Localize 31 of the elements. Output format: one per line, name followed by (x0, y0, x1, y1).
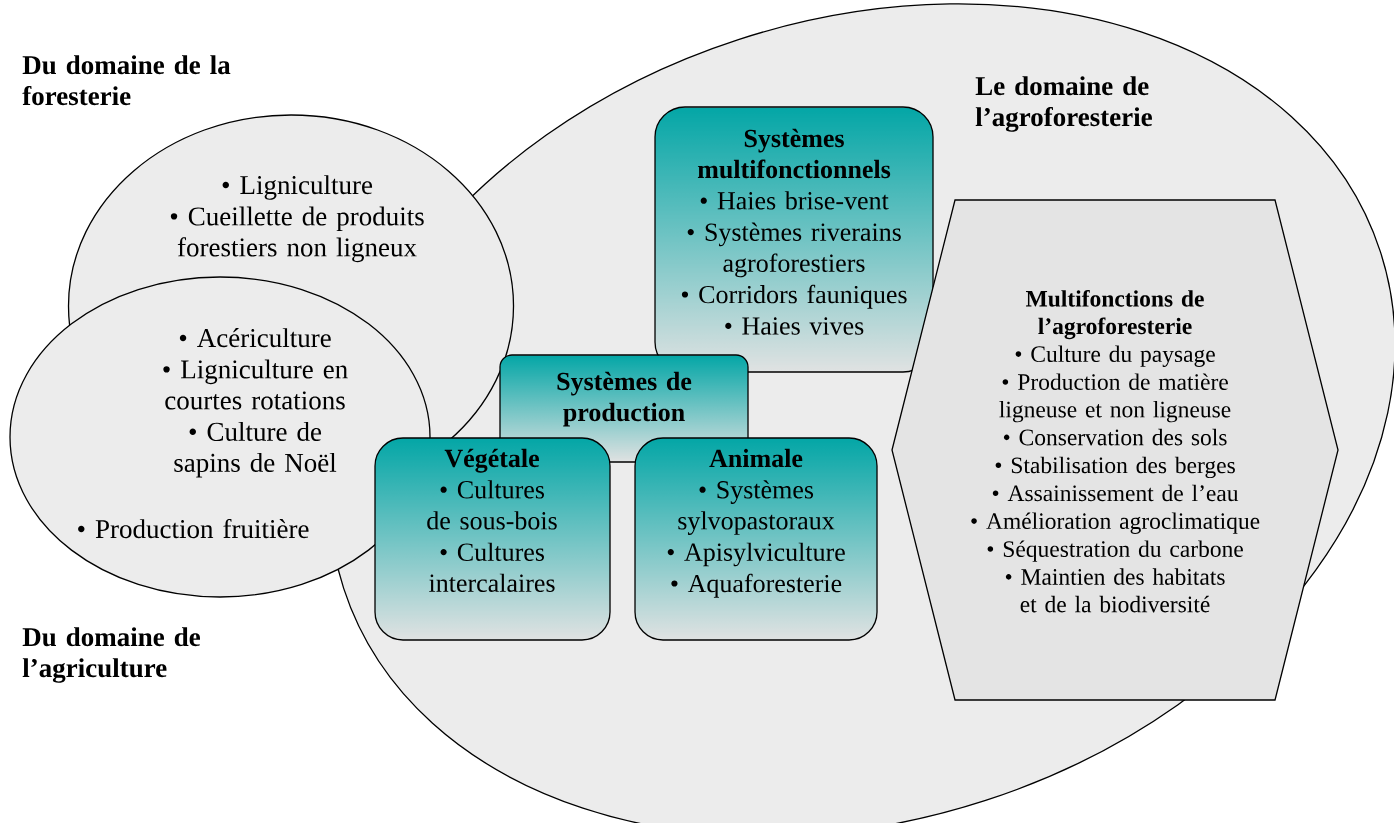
heading: Végétale (444, 448, 539, 473)
heading: Systèmes de production (557, 371, 692, 427)
list-item: • Acériculture (179, 328, 331, 348)
list-item: • Stabilisation des berges (995, 456, 1235, 479)
list-item: • Corridors fauniques (681, 284, 907, 309)
heading: Animale (709, 448, 803, 468)
list-item: • Maintien des habitats et de la biodiversité (1005, 568, 1225, 613)
list-item: • Cultures intercalaires (429, 542, 555, 592)
list-item: • Séquestration du carbone (987, 540, 1243, 562)
list-item: • Haies brise-vent (700, 191, 889, 210)
list-item: • Culture du paysage (1015, 345, 1215, 367)
list-item: • Apisylviculture (667, 542, 845, 567)
list-item: • Assainissement de l’eau (992, 484, 1239, 502)
heading: Multifonctions de l’agroforesterie (1026, 289, 1204, 340)
list-item: • Production de matière ligneuse et non ligneuse (999, 373, 1231, 423)
heading: Du domaine de l’agriculture (22, 627, 200, 683)
list-item: • Production fruitière (78, 518, 309, 539)
list-item: • Ligniculture en courtes rotations (163, 359, 348, 410)
list-item: • Aquaforesterie (671, 573, 842, 598)
list-item: • Ligniculture (222, 175, 373, 200)
list-item: • Amélioration agroclimatique (971, 512, 1260, 534)
heading: Systèmes multifonctionnels (697, 128, 891, 179)
heading: Le domaine de l’agroforesterie (975, 76, 1152, 132)
list-item: • Haies vives (725, 317, 864, 335)
list-item: • Cultures de sous-bois (427, 480, 557, 530)
list-item: • Systèmes riverains agroforestiers (687, 222, 901, 278)
list-item: • Culture de sapins de Noël (174, 421, 337, 478)
list-item: • Cueillette de produits forestiers non ligneux (170, 206, 424, 263)
list-item: • Conservation des sols (1003, 428, 1227, 446)
list-item: • Systèmes sylvopastoraux (678, 480, 835, 535)
heading: Du domaine de la foresterie (22, 55, 231, 106)
